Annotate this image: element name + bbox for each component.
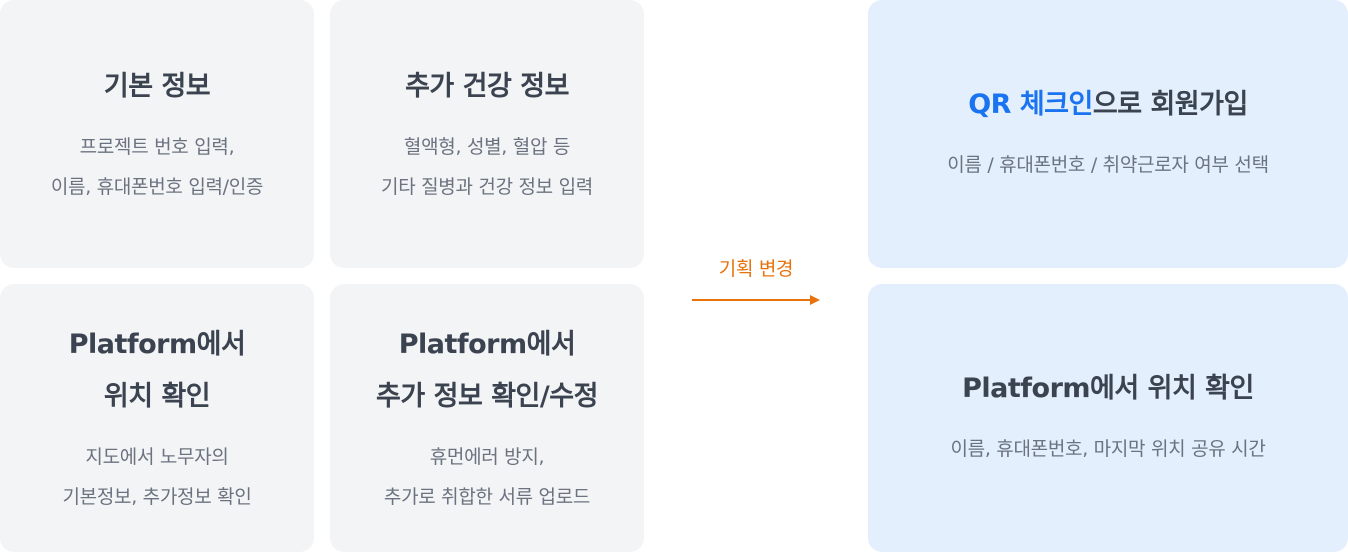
card-description: 프로젝트 번호 입력, 이름, 휴대폰번호 입력/인증 bbox=[50, 127, 264, 207]
title-line: 추가 정보 확인/수정 bbox=[376, 381, 598, 412]
title-rest: 으로 회원가입 bbox=[1092, 89, 1248, 120]
card-title: Platform에서 위치 확인 bbox=[962, 373, 1254, 404]
card-extra-health-info: 추가 건강 정보 혈액형, 성별, 혈압 등 기타 질병과 건강 정보 입력 bbox=[330, 0, 644, 268]
card-title: Platform에서 추가 정보 확인/수정 bbox=[376, 319, 598, 423]
description-line: 추가로 취합한 서류 업로드 bbox=[383, 486, 591, 508]
card-title: 기본 정보 bbox=[103, 71, 211, 102]
card-title: QR 체크인으로 회원가입 bbox=[968, 83, 1248, 127]
description-line: 이름, 휴대폰번호 입력/인증 bbox=[50, 176, 264, 198]
card-title: Platform에서 위치 확인 bbox=[69, 319, 246, 423]
card-basic-info: 기본 정보 프로젝트 번호 입력, 이름, 휴대폰번호 입력/인증 bbox=[0, 0, 314, 268]
card-description: 이름 / 휴대폰번호 / 취약근로자 여부 선택 bbox=[947, 154, 1269, 176]
description-line: 휴먼에러 방지, bbox=[429, 446, 545, 468]
card-description: 이름, 휴대폰번호, 마지막 위치 공유 시간 bbox=[950, 438, 1266, 460]
card-description: 혈액형, 성별, 혈압 등 기타 질병과 건강 정보 입력 bbox=[381, 127, 593, 207]
title-line: 위치 확인 bbox=[103, 381, 211, 412]
description-line: 기본정보, 추가정보 확인 bbox=[62, 486, 252, 508]
description-line: 기타 질병과 건강 정보 입력 bbox=[381, 176, 593, 198]
description-line: 혈액형, 성별, 혈압 등 bbox=[403, 136, 571, 158]
card-title: 추가 건강 정보 bbox=[405, 71, 569, 102]
title-line: Platform에서 bbox=[68, 329, 246, 360]
title-line: Platform에서 bbox=[398, 329, 576, 360]
change-label: 기획 변경 bbox=[718, 258, 794, 280]
card-qr-signup: QR 체크인으로 회원가입 이름 / 휴대폰번호 / 취약근로자 여부 선택 bbox=[868, 0, 1348, 268]
card-platform-location: Platform에서 위치 확인 지도에서 노무자의 기본정보, 추가정보 확인 bbox=[0, 284, 314, 552]
card-description: 지도에서 노무자의 기본정보, 추가정보 확인 bbox=[62, 437, 251, 517]
description-line: 프로젝트 번호 입력, bbox=[79, 136, 235, 158]
card-platform-location-new: Platform에서 위치 확인 이름, 휴대폰번호, 마지막 위치 공유 시간 bbox=[868, 284, 1348, 552]
title-highlight: QR 체크인 bbox=[968, 89, 1093, 120]
card-platform-extra-info: Platform에서 추가 정보 확인/수정 휴먼에러 방지, 추가로 취합한 … bbox=[330, 284, 644, 552]
card-description: 휴먼에러 방지, 추가로 취합한 서류 업로드 bbox=[383, 437, 591, 517]
right-arrow-icon bbox=[692, 295, 820, 305]
description-line: 지도에서 노무자의 bbox=[85, 446, 229, 468]
